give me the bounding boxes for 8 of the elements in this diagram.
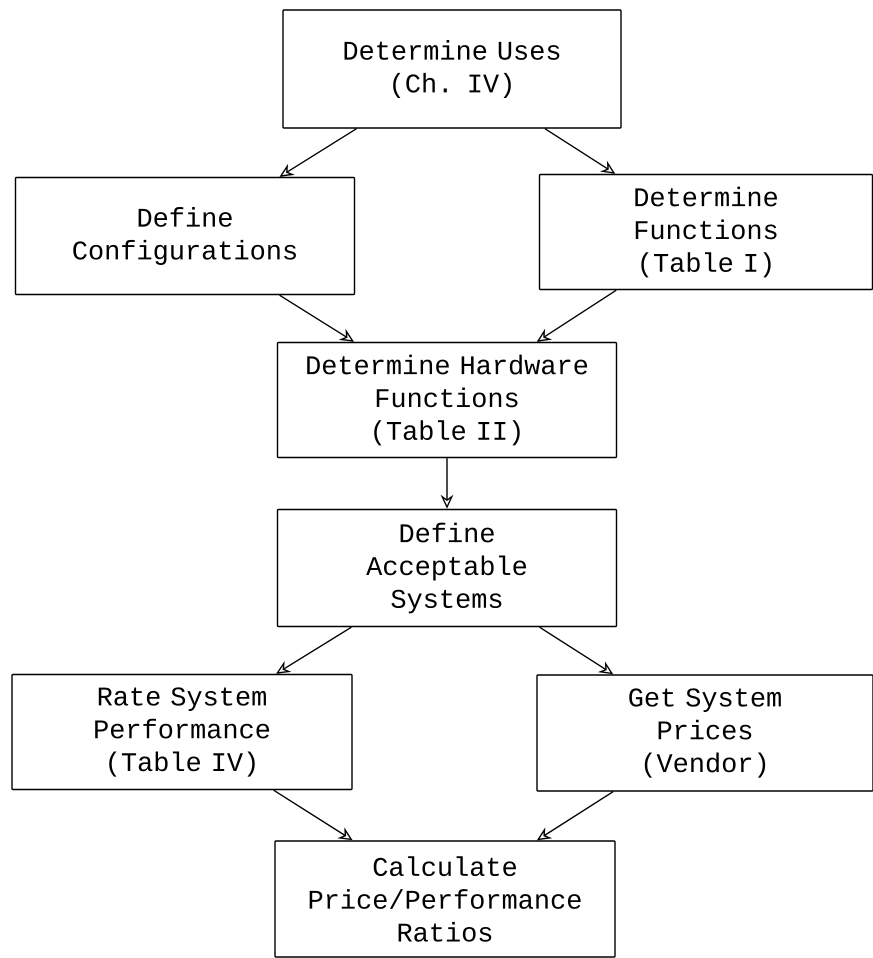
process-box: Determine Hardware Functions (Table II) xyxy=(276,342,618,458)
process-box: Get System Prices (Vendor) xyxy=(536,674,873,792)
process-box: Rate System Performance (Table IV) xyxy=(11,674,353,790)
process-box: Define Acceptable Systems xyxy=(276,508,618,628)
process-box: Determine Uses (Ch. IV) xyxy=(282,9,622,129)
process-box: Define Configurations xyxy=(14,176,356,296)
process-box: Calculate Price/Performance Ratios xyxy=(274,840,616,958)
process-box: Determine Functions (Table I) xyxy=(538,174,873,290)
